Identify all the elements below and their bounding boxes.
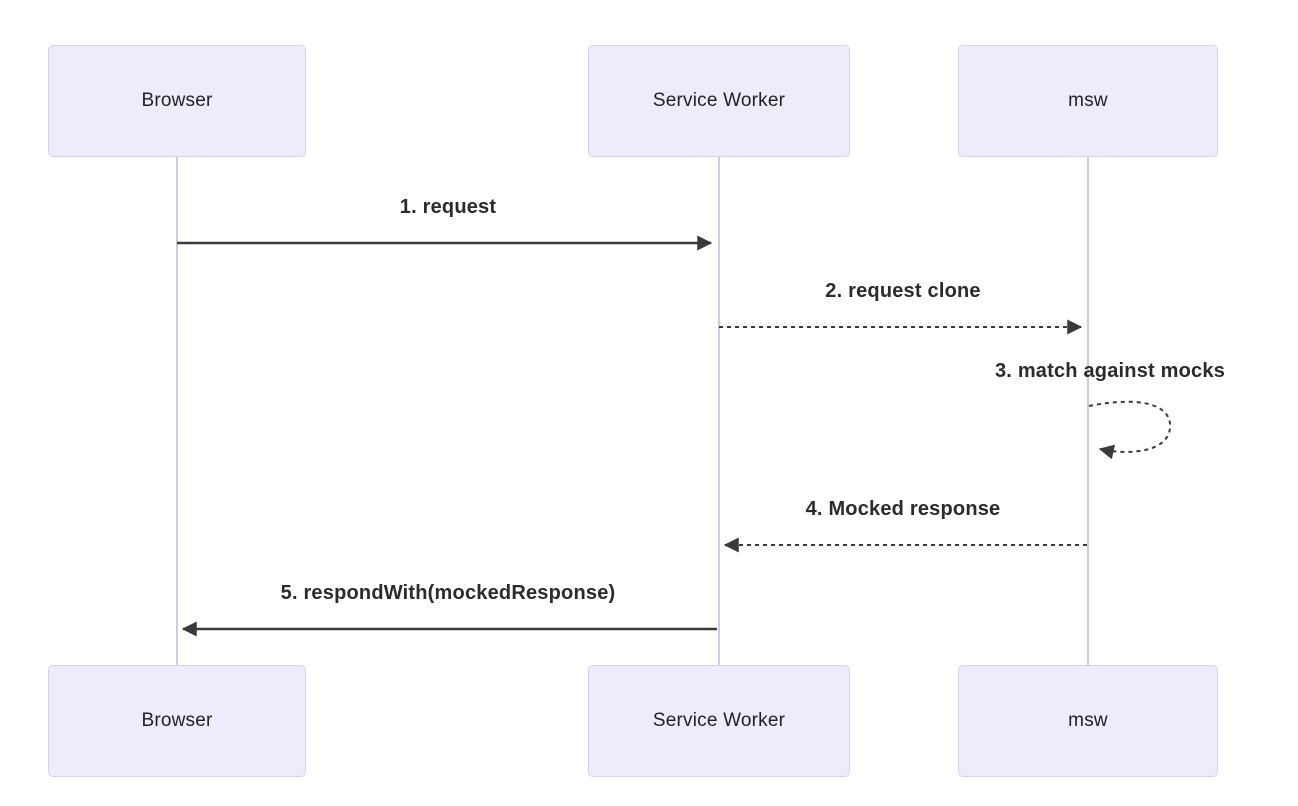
lifeline-msw xyxy=(1087,157,1089,665)
arrow-match-against-mocks xyxy=(1088,400,1172,460)
lifeline-browser xyxy=(176,157,178,665)
actor-bottom-browser: Browser xyxy=(48,665,306,777)
actor-label-msw: msw xyxy=(1068,90,1108,111)
actor-bottom-service-worker: Service Worker xyxy=(588,665,850,777)
message-label-respond-with: 5. respondWith(mockedResponse) xyxy=(280,582,616,604)
message-label-mocked-response: 4. Mocked response xyxy=(805,498,1001,520)
message-label-match-against-mocks: 3. match against mocks xyxy=(994,360,1226,382)
actor-top-service-worker: Service Worker xyxy=(588,45,850,157)
actor-top-browser: Browser xyxy=(48,45,306,157)
lifeline-service-worker xyxy=(718,157,720,665)
actor-bottom-msw: msw xyxy=(958,665,1218,777)
actor-label-service-worker: Service Worker xyxy=(652,90,786,111)
actor-label-browser: Browser xyxy=(141,90,213,111)
actor-label-service-worker: Service Worker xyxy=(652,710,786,731)
actor-label-browser: Browser xyxy=(141,710,213,731)
actor-top-msw: msw xyxy=(958,45,1218,157)
message-label-request-clone: 2. request clone xyxy=(825,280,981,302)
actor-label-msw: msw xyxy=(1068,710,1108,731)
message-label-request: 1. request xyxy=(399,196,497,218)
